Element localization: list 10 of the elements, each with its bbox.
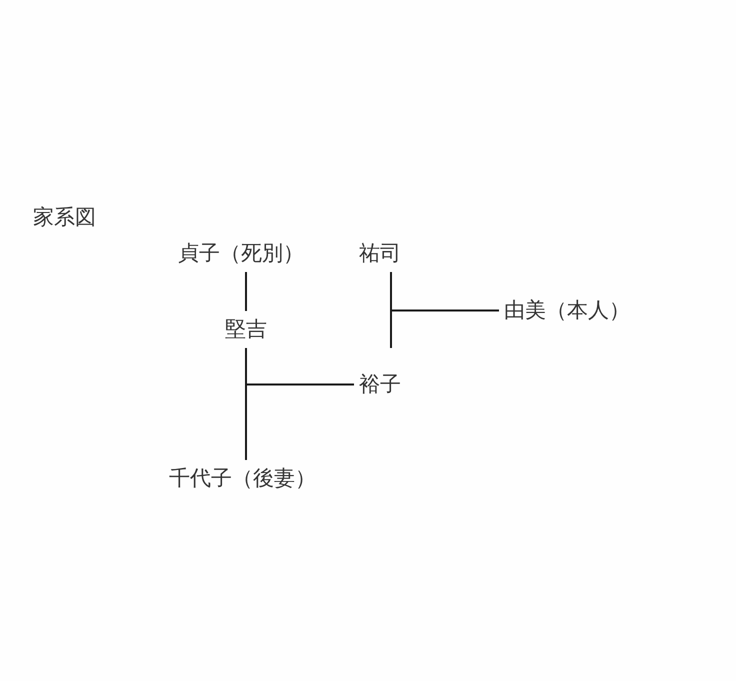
person-name: 貞子（死別） bbox=[175, 237, 307, 270]
person-name: 千代子（後妻） bbox=[166, 462, 319, 495]
connector-line bbox=[245, 272, 247, 311]
person-name: 由美（本人） bbox=[501, 294, 633, 327]
person-name: 堅吉 bbox=[222, 313, 270, 346]
connector-line bbox=[245, 384, 354, 460]
person-name: 祐司 bbox=[356, 237, 404, 270]
person-name: 裕子 bbox=[356, 368, 404, 401]
diagram-title: 家系図 bbox=[33, 205, 96, 230]
connector-line bbox=[390, 310, 499, 348]
